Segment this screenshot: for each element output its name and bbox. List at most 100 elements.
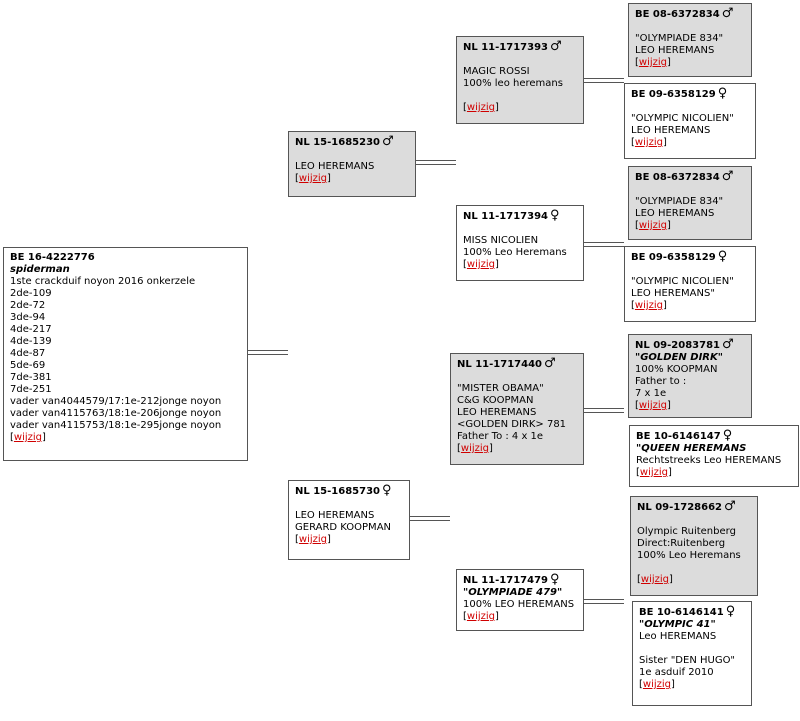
info-line: "OLYMPIADE 834": [635, 196, 724, 207]
edit-link[interactable]: wijzig: [638, 220, 668, 231]
female-icon: ♀: [725, 604, 736, 619]
edit-link-wrap: [wijzig]: [10, 432, 46, 443]
edit-link[interactable]: wijzig: [298, 173, 328, 184]
result-line: 4de-87: [10, 348, 46, 359]
pigeon-card-dsd: BE 10-6146147♀ "QUEEN HEREMANS Rechtstre…: [629, 425, 799, 487]
result-line: 4de-139: [10, 336, 52, 347]
info-line: LEO HEREMANS: [635, 45, 715, 56]
ring-number: NL 11-1717394: [463, 211, 548, 222]
female-icon: ♀: [550, 208, 560, 223]
pigeon-card-ds: NL 11-1717440♂ "MISTER OBAMA"C&G KOOPMAN…: [450, 353, 584, 465]
ring-number: BE 08-6372834: [635, 172, 720, 183]
info-line: LEO HEREMANS: [631, 125, 711, 136]
ring-number: NL 09-2083781: [635, 340, 720, 351]
info-lines: "OLYMPIC NICOLIEN"LEO HEREMANS": [631, 264, 749, 300]
edit-link[interactable]: wijzig: [638, 400, 668, 411]
result-line: vader van4044579/17:1e-212jonge noyon: [10, 396, 222, 407]
edit-link[interactable]: wijzig: [298, 534, 328, 545]
info-line: [637, 562, 751, 574]
info-line: LEO HEREMANS": [631, 288, 715, 299]
pigeon-name: spiderman: [10, 264, 70, 275]
edit-link[interactable]: wijzig: [638, 57, 668, 68]
info-line: 100% Leo Heremans: [463, 247, 567, 258]
female-icon: ♀: [722, 428, 733, 443]
female-icon: ♀: [550, 572, 560, 587]
ring-number: BE 10-6146147: [636, 431, 721, 442]
pigeon-card-ddd: BE 10-6146141♀ "OLYMPIC 41" Leo HEREMANS…: [632, 601, 752, 706]
info-line: Leo HEREMANS: [639, 631, 717, 642]
ring-number: BE 16-4222776: [10, 252, 95, 263]
result-line: 4de-217: [10, 324, 52, 335]
pigeon-card-ssd: BE 09-6358129♀ "OLYMPIC NICOLIEN"LEO HER…: [624, 83, 756, 159]
info-line: LEO HEREMANS: [295, 510, 375, 521]
info-line: [635, 21, 745, 33]
pigeon-card-dss: NL 09-2083781♂ "GOLDEN DIRK" 100% KOOPMA…: [628, 334, 752, 418]
edit-link[interactable]: wijzig: [13, 432, 43, 443]
result-line: 7de-251: [10, 384, 52, 395]
ring-number: NL 11-1717393: [463, 42, 548, 53]
info-line: MISS NICOLIEN: [463, 235, 539, 246]
info-line: [639, 643, 745, 655]
info-line: "OLYMPIC NICOLIEN": [631, 276, 734, 287]
info-line: [637, 514, 751, 526]
info-line: [463, 223, 577, 235]
edit-link[interactable]: wijzig: [466, 102, 496, 113]
result-line: 1ste crackduif noyon 2016 onkerzele: [10, 276, 196, 287]
info-line: Father To : 4 x 1e: [457, 431, 544, 442]
result-line: vader van4115763/18:1e-206jonge noyon: [10, 408, 222, 419]
info-line: LEO HEREMANS: [457, 407, 537, 418]
info-line: [295, 149, 409, 161]
info-line: MAGIC ROSSI: [463, 66, 530, 77]
edit-link[interactable]: wijzig: [639, 467, 669, 478]
info-line: LEO HEREMANS: [635, 208, 715, 219]
pigeon-name: "OLYMPIADE 479": [463, 587, 563, 598]
male-icon: ♂: [722, 337, 734, 352]
female-icon: ♀: [717, 86, 728, 101]
edit-link[interactable]: wijzig: [466, 611, 496, 622]
edit-link[interactable]: wijzig: [634, 137, 664, 148]
info-line: 100% Leo Heremans: [637, 550, 741, 561]
result-line: 5de-69: [10, 360, 46, 371]
info-line: [463, 90, 577, 102]
info-line: [463, 54, 577, 66]
edit-link[interactable]: wijzig: [460, 443, 490, 454]
ring-number: BE 09-6358129: [631, 252, 716, 263]
edit-link[interactable]: wijzig: [640, 574, 670, 585]
info-line: 1e asduif 2010: [639, 667, 714, 678]
edit-link[interactable]: wijzig: [642, 679, 672, 690]
info-line: <GOLDEN DIRK> 781: [457, 419, 567, 430]
male-icon: ♂: [721, 6, 734, 21]
connector-root: [248, 350, 288, 355]
connector-ss: [584, 78, 624, 83]
info-line: "OLYMPIADE 834": [635, 33, 724, 44]
info-lines: Rechtstreeks Leo HEREMANS: [636, 455, 792, 467]
male-icon: ♂: [544, 356, 556, 371]
edit-link[interactable]: wijzig: [466, 259, 496, 270]
result-line: 2de-109: [10, 288, 52, 299]
female-icon: ♀: [717, 249, 728, 264]
info-line: C&G KOOPMAN: [457, 395, 534, 406]
info-lines: 100% LEO HEREMANS: [463, 599, 577, 611]
connector-sd: [584, 242, 624, 247]
info-line: "MISTER OBAMA": [457, 383, 544, 394]
info-line: 100% leo heremans: [463, 78, 563, 89]
result-line: 7de-381: [10, 372, 52, 383]
pigeon-card-root: BE 16-4222776 spiderman 1ste crackduif n…: [3, 247, 248, 461]
male-icon: ♂: [721, 169, 734, 184]
male-icon: ♂: [382, 134, 394, 149]
info-line: 7 x 1e: [635, 388, 667, 399]
pigeon-name: "OLYMPIC 41": [639, 619, 716, 630]
info-line: LEO HEREMANS: [295, 161, 375, 172]
pigeon-card-dd: NL 11-1717479♀ "OLYMPIADE 479" 100% LEO …: [456, 569, 584, 631]
result-line: 3de-94: [10, 312, 46, 323]
edit-link[interactable]: wijzig: [634, 300, 664, 311]
info-line: [631, 264, 749, 276]
